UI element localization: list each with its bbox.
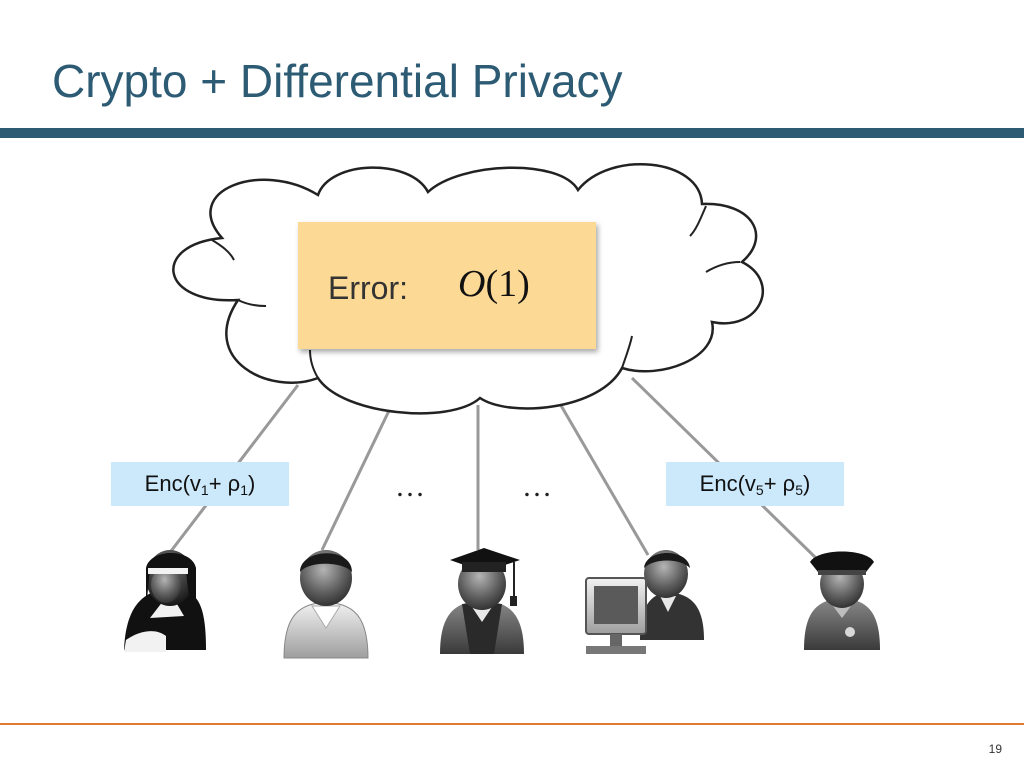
error-label: Error: [328, 270, 408, 306]
connector-line-4 [550, 389, 650, 556]
page-number: 19 [988, 742, 1002, 756]
enc-1-prefix: Enc(v [144, 471, 201, 496]
enc-1-sub-rho: 1 [240, 482, 248, 498]
ellipsis-2: … [522, 470, 552, 503]
enc-label-1: Enc(v1+ ρ1) [111, 462, 289, 506]
enc-label-5: Enc(v5+ ρ5) [666, 462, 844, 506]
enc-1-sub-v: 1 [200, 482, 209, 498]
enc-1-mid: + ρ [208, 471, 241, 496]
error-value: O(1) [458, 262, 530, 306]
error-value-o: O [458, 263, 486, 305]
error-value-rest: (1) [485, 263, 530, 305]
police-officer-icon [804, 551, 880, 650]
enc-5-suffix: ) [803, 471, 811, 496]
generic-user-icon [283, 550, 369, 659]
nun-user-icon [124, 550, 206, 652]
enc-1-suffix: ) [248, 471, 256, 496]
enc-5-prefix: Enc(v [699, 471, 756, 496]
enc-5-mid: + ρ [763, 471, 796, 496]
enc-5-sub-rho: 5 [795, 482, 803, 498]
ellipsis-1: … [395, 470, 425, 503]
graduate-user-icon [440, 548, 524, 654]
enc-5-sub-v: 5 [755, 482, 764, 498]
computer-worker-icon [585, 550, 704, 654]
error-box: Error: O(1) [298, 222, 596, 349]
title-divider [0, 128, 1024, 138]
connector-line-2 [320, 391, 400, 551]
slide-title: Crypto + Differential Privacy [52, 55, 623, 107]
footer-divider [0, 723, 1024, 725]
